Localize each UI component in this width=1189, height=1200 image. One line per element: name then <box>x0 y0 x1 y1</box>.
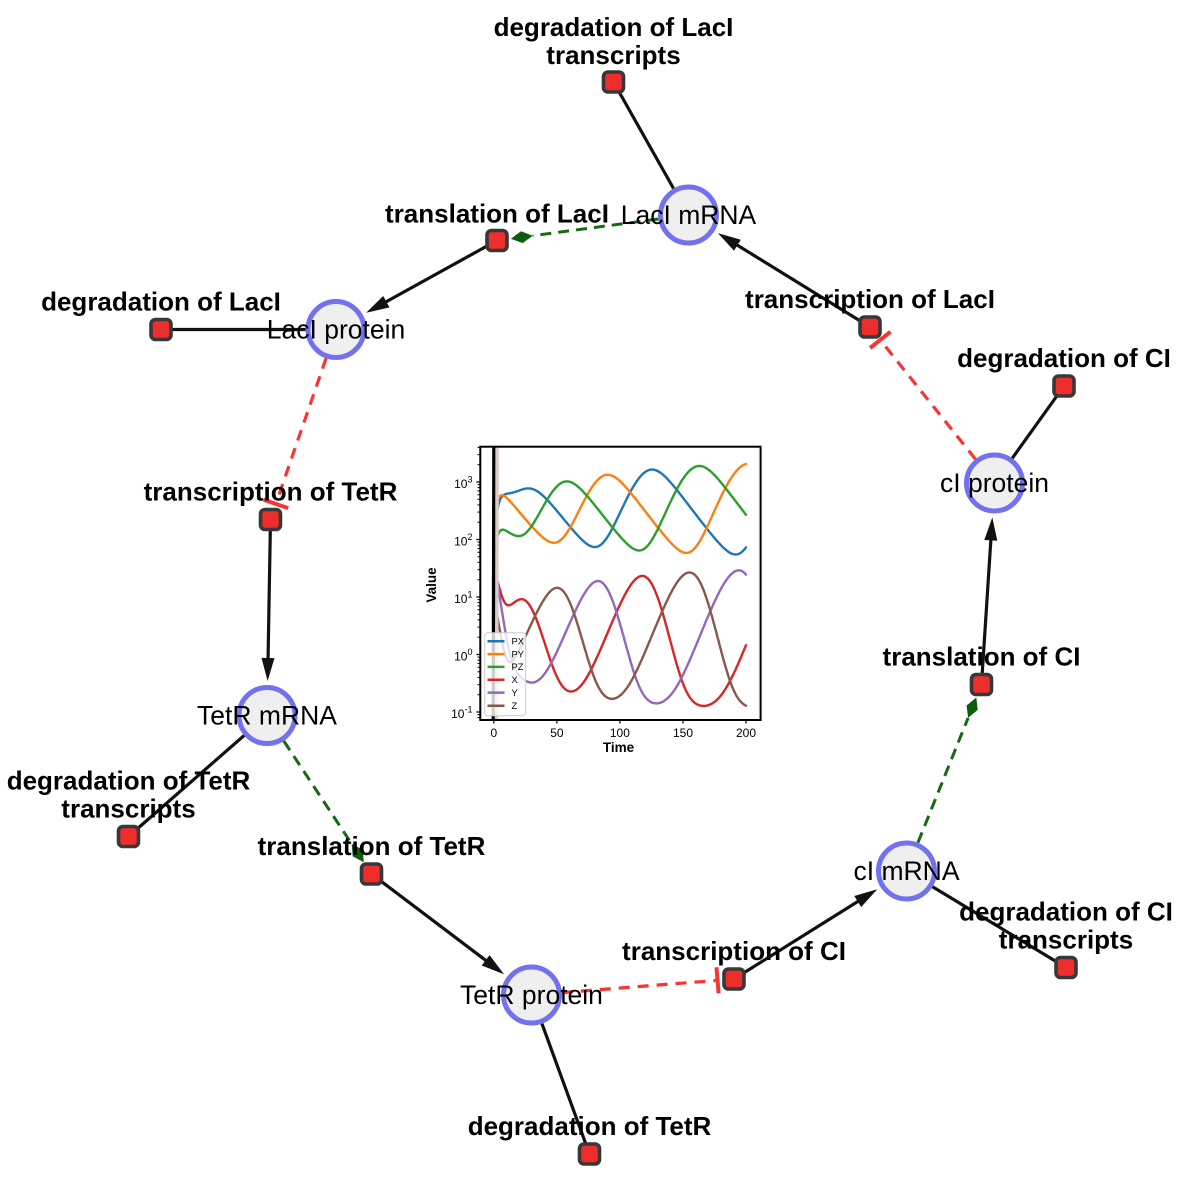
svg-text:TetR mRNA: TetR mRNA <box>197 701 337 731</box>
svg-text:LacI protein: LacI protein <box>267 315 405 345</box>
svg-text:degradation of CI: degradation of CI <box>959 897 1173 927</box>
svg-text:translation of CI: translation of CI <box>883 642 1081 672</box>
svg-text:Value: Value <box>424 567 439 603</box>
svg-text:transcription of TetR: transcription of TetR <box>144 477 398 507</box>
svg-text:degradation of LacI: degradation of LacI <box>494 12 734 42</box>
svg-text:cI mRNA: cI mRNA <box>854 856 960 886</box>
svg-text:degradation of CI: degradation of CI <box>957 343 1171 373</box>
svg-text:X: X <box>512 675 518 685</box>
svg-text:50: 50 <box>550 726 564 740</box>
svg-text:degradation of TetR: degradation of TetR <box>468 1111 712 1141</box>
svg-text:degradation of LacI: degradation of LacI <box>41 287 281 317</box>
svg-text:100: 100 <box>610 726 630 740</box>
svg-text:PX: PX <box>512 637 524 647</box>
svg-text:translation of LacI: translation of LacI <box>385 199 609 229</box>
svg-text:TetR protein: TetR protein <box>460 980 603 1010</box>
svg-text:translation of TetR: translation of TetR <box>258 831 486 861</box>
svg-text:150: 150 <box>673 726 693 740</box>
svg-text:200: 200 <box>736 726 756 740</box>
svg-text:0: 0 <box>490 726 497 740</box>
svg-text:transcripts: transcripts <box>999 925 1133 955</box>
svg-text:transcription of CI: transcription of CI <box>622 936 846 966</box>
svg-text:transcripts: transcripts <box>61 794 195 824</box>
svg-text:degradation of TetR: degradation of TetR <box>7 766 251 796</box>
svg-text:cI protein: cI protein <box>940 468 1049 498</box>
svg-text:PY: PY <box>512 649 524 659</box>
svg-text:transcripts: transcripts <box>546 40 680 70</box>
svg-text:PZ: PZ <box>512 662 524 672</box>
svg-text:Time: Time <box>603 740 635 755</box>
svg-text:transcription of LacI: transcription of LacI <box>745 284 995 314</box>
svg-text:Y: Y <box>512 688 518 698</box>
svg-text:LacI mRNA: LacI mRNA <box>621 200 757 230</box>
svg-text:Z: Z <box>512 701 518 711</box>
